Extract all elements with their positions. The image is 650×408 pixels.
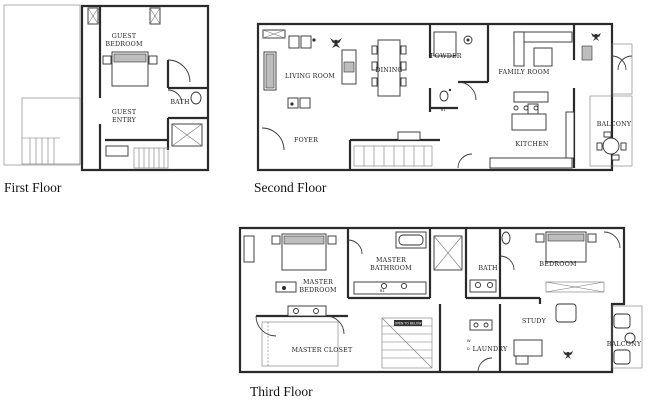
first-floor-walls — [80, 4, 210, 172]
study-plant — [563, 351, 573, 359]
laundry-dryer-label: D — [467, 347, 470, 351]
balcony-table — [602, 137, 620, 155]
powder-label: POWDER — [430, 53, 462, 60]
guest-entry-label-line1: GUEST — [112, 109, 137, 116]
foyer-label: FOYER — [294, 137, 318, 144]
bedroom-label: BEDROOM — [539, 261, 577, 268]
living-room-label: LIVING ROOM — [285, 73, 335, 80]
second-floor-title: Second Floor — [254, 180, 327, 195]
master-vanity — [353, 281, 427, 295]
master-bedroom-label-line1: MASTER — [303, 279, 333, 286]
first-floor-title: First Floor — [4, 180, 62, 195]
first-floor-stairs — [133, 147, 169, 169]
study-desk — [513, 339, 543, 357]
first-floor-deck — [3, 4, 81, 166]
second-floor-balcony-label: BALCONY — [597, 121, 632, 128]
first-floor-bath-label: BATH — [170, 99, 190, 106]
guest-bedroom-label-line1: GUEST — [112, 33, 137, 40]
powder-sink-label: B1 — [441, 108, 446, 112]
first-floor-terrace — [21, 97, 81, 165]
kitchen-island — [511, 113, 547, 131]
third-floor-balcony-label: BALCONY — [607, 341, 642, 348]
third-floor-walls — [238, 226, 626, 374]
second-floor-stairs — [353, 145, 433, 167]
master-bedroom-label-line2: BEDROOM — [299, 287, 337, 294]
open-to-below-band — [394, 320, 422, 326]
first-floor-deck-steps — [22, 137, 60, 164]
living-room-plant — [330, 38, 342, 48]
third-floor-balcony-outline — [611, 305, 643, 369]
laundry-washer-label: W — [467, 339, 471, 343]
dining-label: DINING — [375, 67, 402, 74]
family-room-label: FAMILY ROOM — [499, 69, 550, 76]
second-floor-balcony-outline — [589, 95, 633, 167]
second-floor-plan: B1 LIVING ROOM DINING POWDER FAMILY R — [256, 22, 633, 172]
master-bathroom-label-line2: BATHROOM — [370, 265, 412, 272]
study-label: STUDY — [522, 318, 547, 325]
master-bathroom-label-line1: MASTER — [376, 257, 406, 264]
master-closet-label: MASTER CLOSET — [292, 347, 353, 354]
second-floor-walls — [256, 22, 614, 172]
master-closet-outline — [261, 321, 339, 367]
study-chair — [555, 303, 577, 323]
kitchen-counter — [489, 157, 573, 169]
first-floor-plan: GUEST BEDROOM GUEST ENTRY BATH — [3, 4, 210, 172]
laundry-label: LAUNDRY — [473, 346, 508, 353]
third-floor-title: Third Floor — [250, 384, 313, 399]
third-floor-plan: B1 OPEN TO BELOW W D — [238, 226, 643, 374]
guest-entry-label-line2: ENTRY — [112, 117, 137, 124]
open-to-below-note: OPEN TO BELOW — [395, 322, 423, 326]
third-floor-stairs — [381, 317, 433, 369]
master-vanity-sink-label: B1 — [380, 289, 385, 293]
third-floor-bath-label: BATH — [478, 265, 498, 272]
kitchen-label: KITCHEN — [515, 141, 548, 148]
dining-table — [377, 39, 401, 97]
guest-bedroom-label-line2: BEDROOM — [105, 41, 143, 48]
bedroom-closet — [545, 281, 605, 293]
family-room-plant — [591, 33, 601, 41]
